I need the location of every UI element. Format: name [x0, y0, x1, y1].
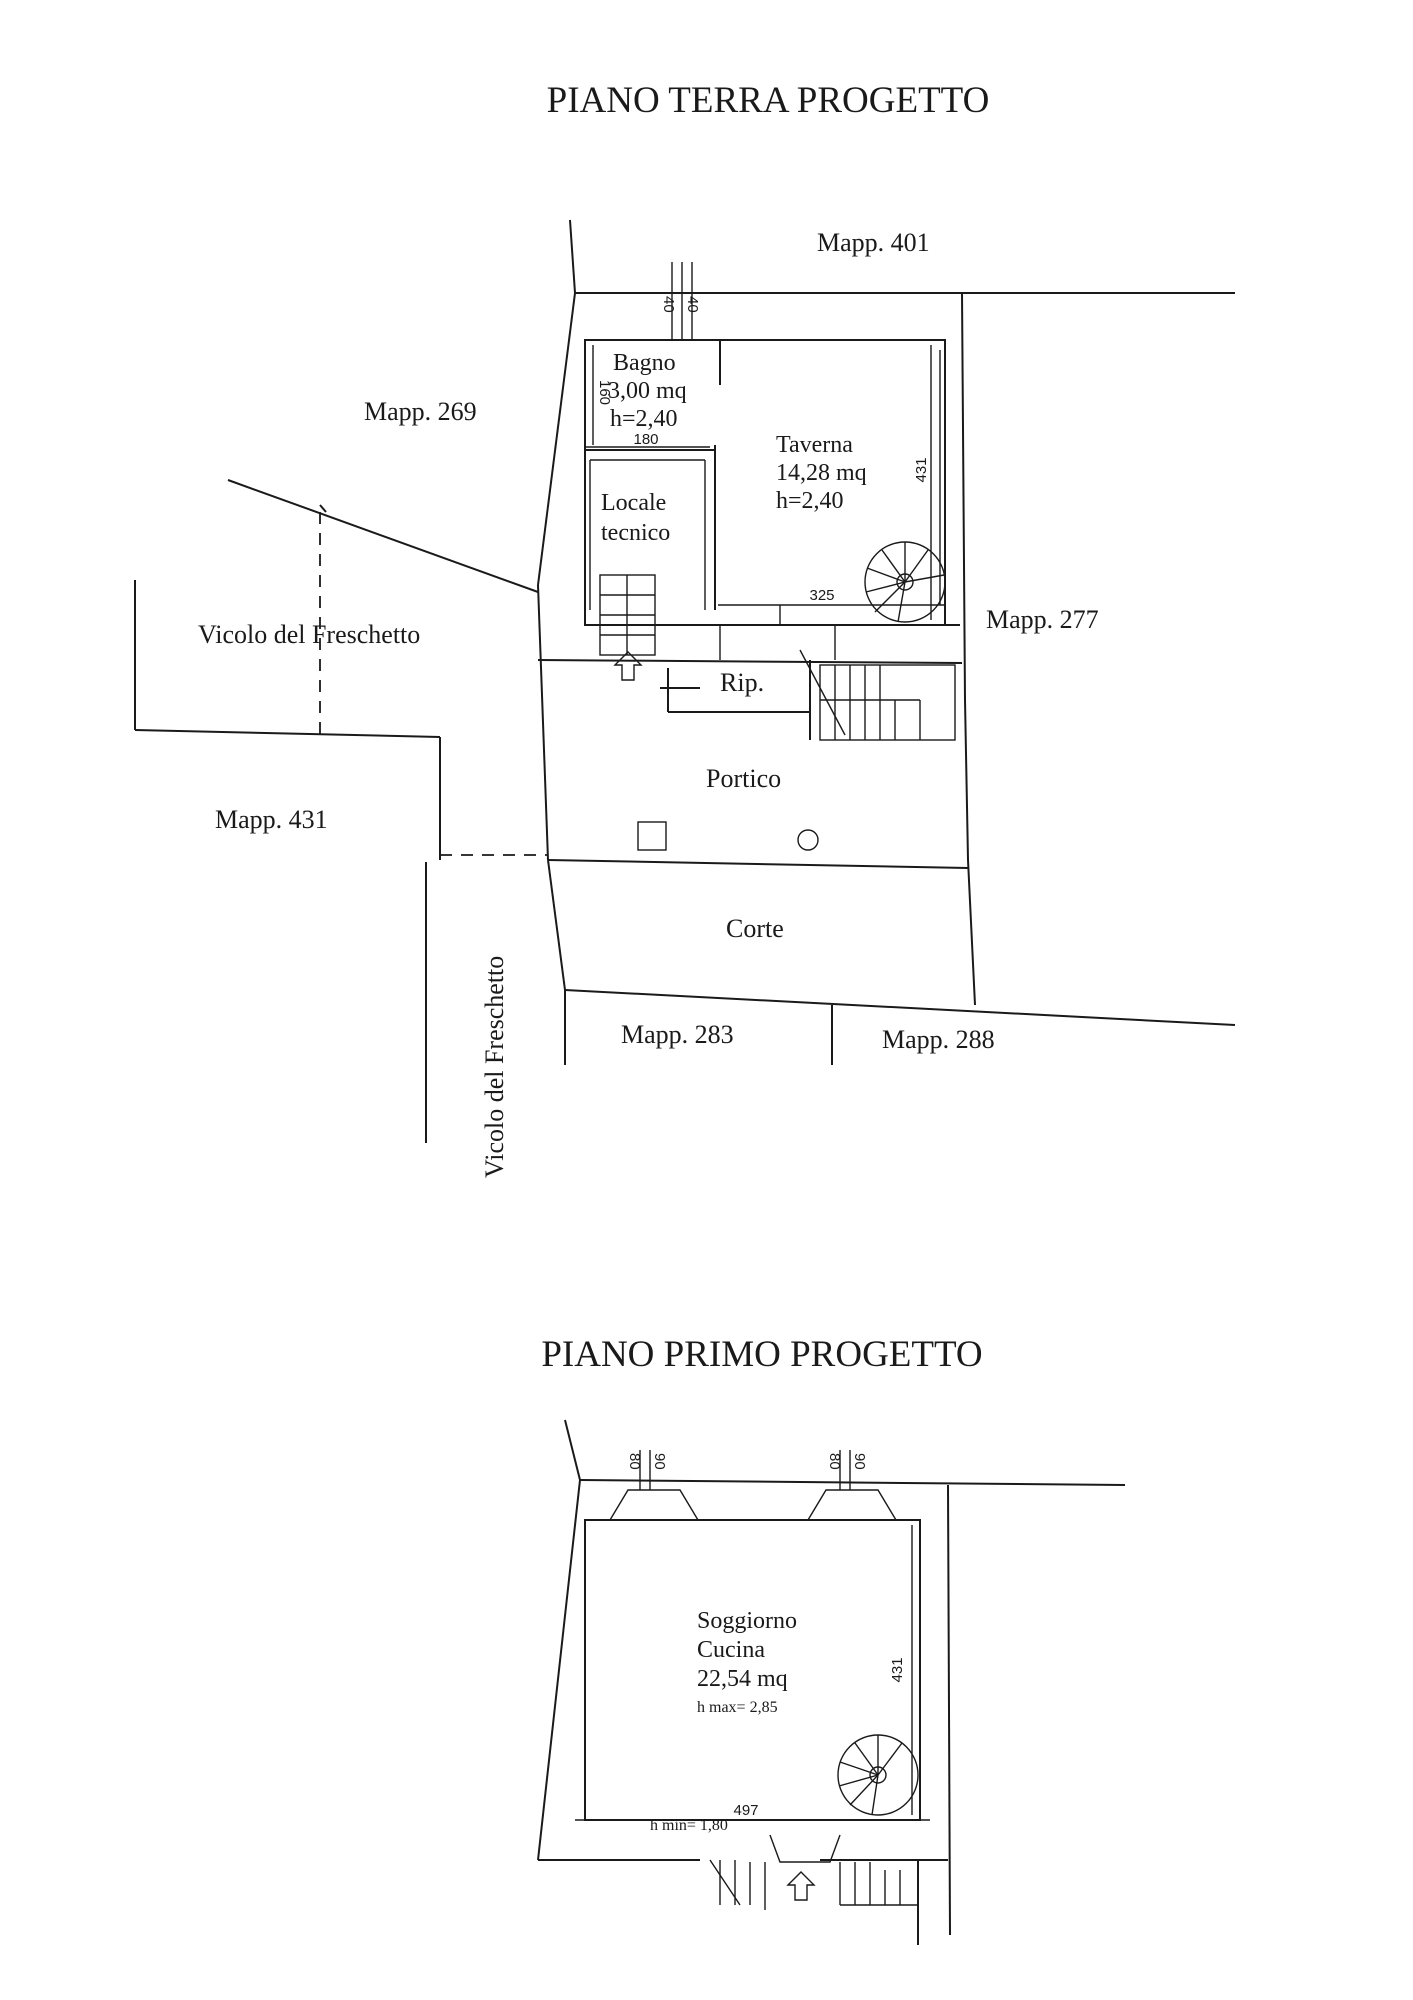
ground-floor-plan: PIANO TERRA PROGETTO: [134, 80, 1236, 1178]
h-max-label: h max= 2,85: [697, 1699, 778, 1716]
locale-tecnico-line1: Locale: [601, 490, 666, 516]
window1-dim-b: 90: [651, 1453, 668, 1470]
h-min-label: h min= 1,80: [650, 1817, 728, 1834]
mapp-269-label: Mapp. 269: [364, 397, 477, 426]
soggiorno-label: Soggiorno: [697, 1608, 797, 1634]
mapp-401-label: Mapp. 401: [817, 228, 930, 257]
boundary-lines: [134, 219, 1236, 1143]
portico-label: Portico: [706, 764, 781, 793]
ground-dimensions: 160 180 431 325: [585, 345, 932, 620]
first-floor-title: PIANO PRIMO PROGETTO: [541, 1334, 982, 1375]
first-floor-stairs: [709, 1834, 918, 1910]
taverna-height: h=2,40: [776, 488, 844, 514]
ripostiglio-label: Rip.: [720, 668, 764, 697]
first-depth-dim: 431: [889, 1657, 906, 1682]
entrance-arrow-icon: [613, 651, 643, 681]
mapp-288-label: Mapp. 288: [882, 1025, 995, 1054]
window-dim-b: 40: [684, 296, 701, 313]
vicolo-horizontal-label: Vicolo del Freschetto: [198, 620, 420, 649]
taverna-depth-dim: 431: [913, 457, 930, 482]
first-floor-plan: PIANO PRIMO PROGETTO 80 90 80 90: [537, 1334, 1126, 1945]
first-area-label: 22,54 mq: [697, 1666, 788, 1692]
bagno-depth-dim: 160: [596, 380, 613, 405]
first-floor-boundary: [537, 1419, 1126, 1945]
mapp-431-label: Mapp. 431: [215, 805, 328, 834]
locale-tecnico-grid: [599, 574, 656, 656]
portico-column-icon: [797, 829, 819, 851]
taverna-name: Taverna: [776, 432, 853, 458]
first-entrance-arrow-icon: [786, 1871, 816, 1901]
bagno-area: 3,00 mq: [608, 378, 687, 404]
corte-label: Corte: [726, 914, 784, 943]
ground-floor-title: PIANO TERRA PROGETTO: [547, 80, 990, 121]
window2-dim-a: 80: [826, 1453, 843, 1470]
mapp-283-label: Mapp. 283: [621, 1020, 734, 1049]
bagno-name: Bagno: [613, 350, 676, 376]
cucina-label: Cucina: [697, 1637, 765, 1663]
ground-windows: 40 40: [660, 262, 701, 340]
spiral-stair-first: [837, 1734, 919, 1816]
bagno-height: h=2,40: [610, 406, 678, 432]
window-dim-a: 40: [660, 296, 677, 313]
ripostiglio-area: [660, 660, 811, 740]
first-width-dim: 497: [733, 1802, 758, 1819]
spiral-stair-ground: [864, 541, 946, 623]
first-floor-windows: 80 90 80 90: [609, 1450, 897, 1521]
window1-dim-a: 80: [626, 1453, 643, 1470]
locale-tecnico-line2: tecnico: [601, 520, 670, 546]
bagno-width-dim: 180: [633, 431, 658, 448]
portico-pillar: [637, 821, 667, 851]
window2-dim-b: 90: [851, 1453, 868, 1470]
mapp-277-label: Mapp. 277: [986, 605, 1099, 634]
taverna-area: 14,28 mq: [776, 460, 867, 486]
ground-stairs: [799, 649, 956, 741]
ground-internal-walls: [584, 339, 960, 660]
taverna-width-dim: 325: [809, 587, 834, 604]
vicolo-vertical-label: Vicolo del Freschetto: [480, 956, 509, 1178]
